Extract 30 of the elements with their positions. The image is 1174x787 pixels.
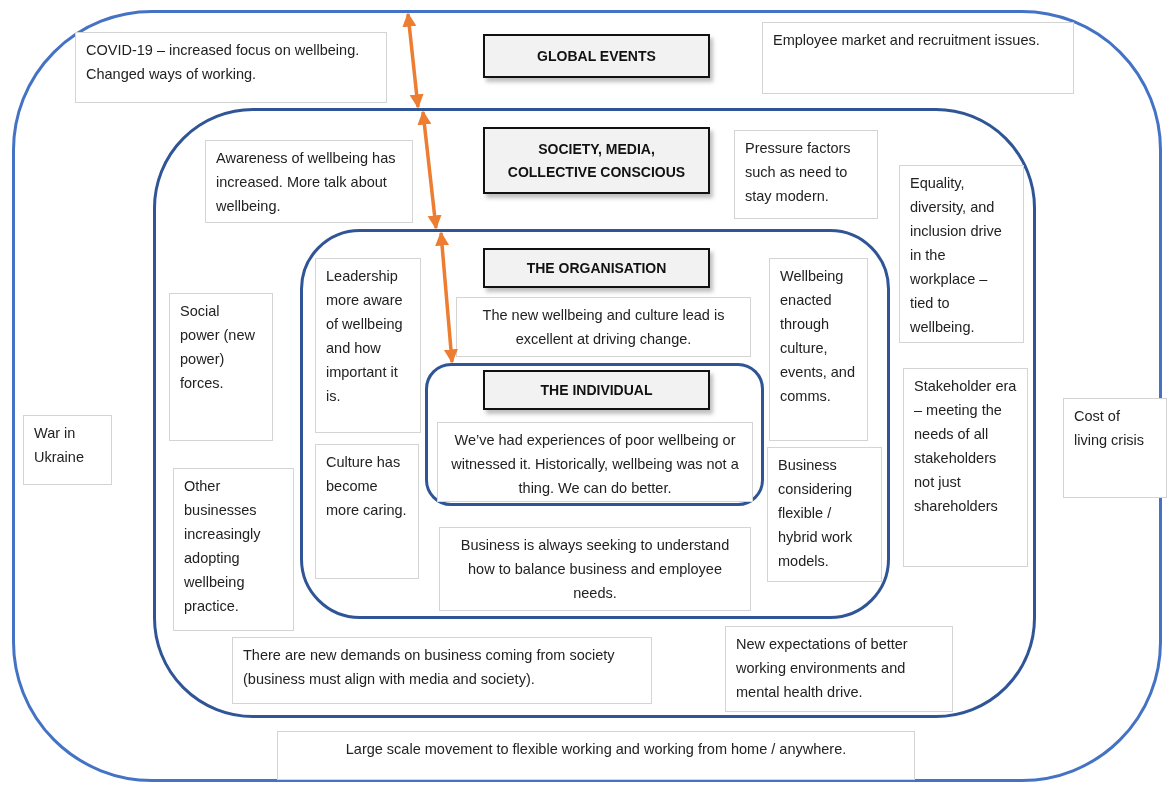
note-card: Other businesses increasingly adopting wellbeing practice. xyxy=(173,468,294,631)
heading-label: THE INDIVIDUAL xyxy=(483,370,710,410)
rounded-region xyxy=(153,108,1036,718)
note-card: War in Ukraine xyxy=(23,415,112,485)
note-card: Leadership more aware of wellbeing and how important it is. xyxy=(315,258,421,433)
note-card: New expectations of better working environments and mental health drive. xyxy=(725,626,953,712)
note-card: There are new demands on business coming from society (business must align with media and society). xyxy=(232,637,652,704)
double-arrow xyxy=(402,12,424,109)
note-card: Wellbeing enacted through culture, events, and comms. xyxy=(769,258,868,441)
note-card: Awareness of wellbeing has increased. More talk about wellbeing. xyxy=(205,140,413,223)
note-card: Business is always seeking to understand how to balance business and employee needs. xyxy=(439,527,751,611)
rounded-region xyxy=(425,363,764,506)
note-card: Cost of living crisis xyxy=(1063,398,1167,498)
note-card: Employee market and recruitment issues. xyxy=(762,22,1074,94)
heading-label: SOCIETY, MEDIA, COLLECTIVE CONSCIOUS xyxy=(483,127,710,194)
double-arrow xyxy=(435,231,458,364)
note-card: Business considering flexible / hybrid work models. xyxy=(767,447,882,582)
note-card: Culture has become more caring. xyxy=(315,444,419,579)
note-card: Social power (new power) forces. xyxy=(169,293,273,441)
rounded-region xyxy=(300,229,890,619)
note-card: COVID-19 – increased focus on wellbeing. Changed ways of working. xyxy=(75,32,387,103)
note-card: Stakeholder era – meeting the needs of all stakeholders not just shareholders xyxy=(903,368,1028,567)
note-card: The new wellbeing and culture lead is excellent at driving change. xyxy=(456,297,751,357)
note-card: Pressure factors such as need to stay modern. xyxy=(734,130,878,219)
heading-label: THE ORGANISATION xyxy=(483,248,710,288)
note-card: Large scale movement to flexible working and working from home / anywhere. xyxy=(277,731,915,780)
double-arrow xyxy=(417,110,442,230)
note-card: Equality, diversity, and inclusion drive in the workplace – tied to wellbeing. xyxy=(899,165,1024,343)
heading-label: GLOBAL EVENTS xyxy=(483,34,710,78)
note-card: We’ve had experiences of poor wellbeing or witnessed it. Historically, wellbeing was not a thing. We can do better. xyxy=(437,422,753,502)
